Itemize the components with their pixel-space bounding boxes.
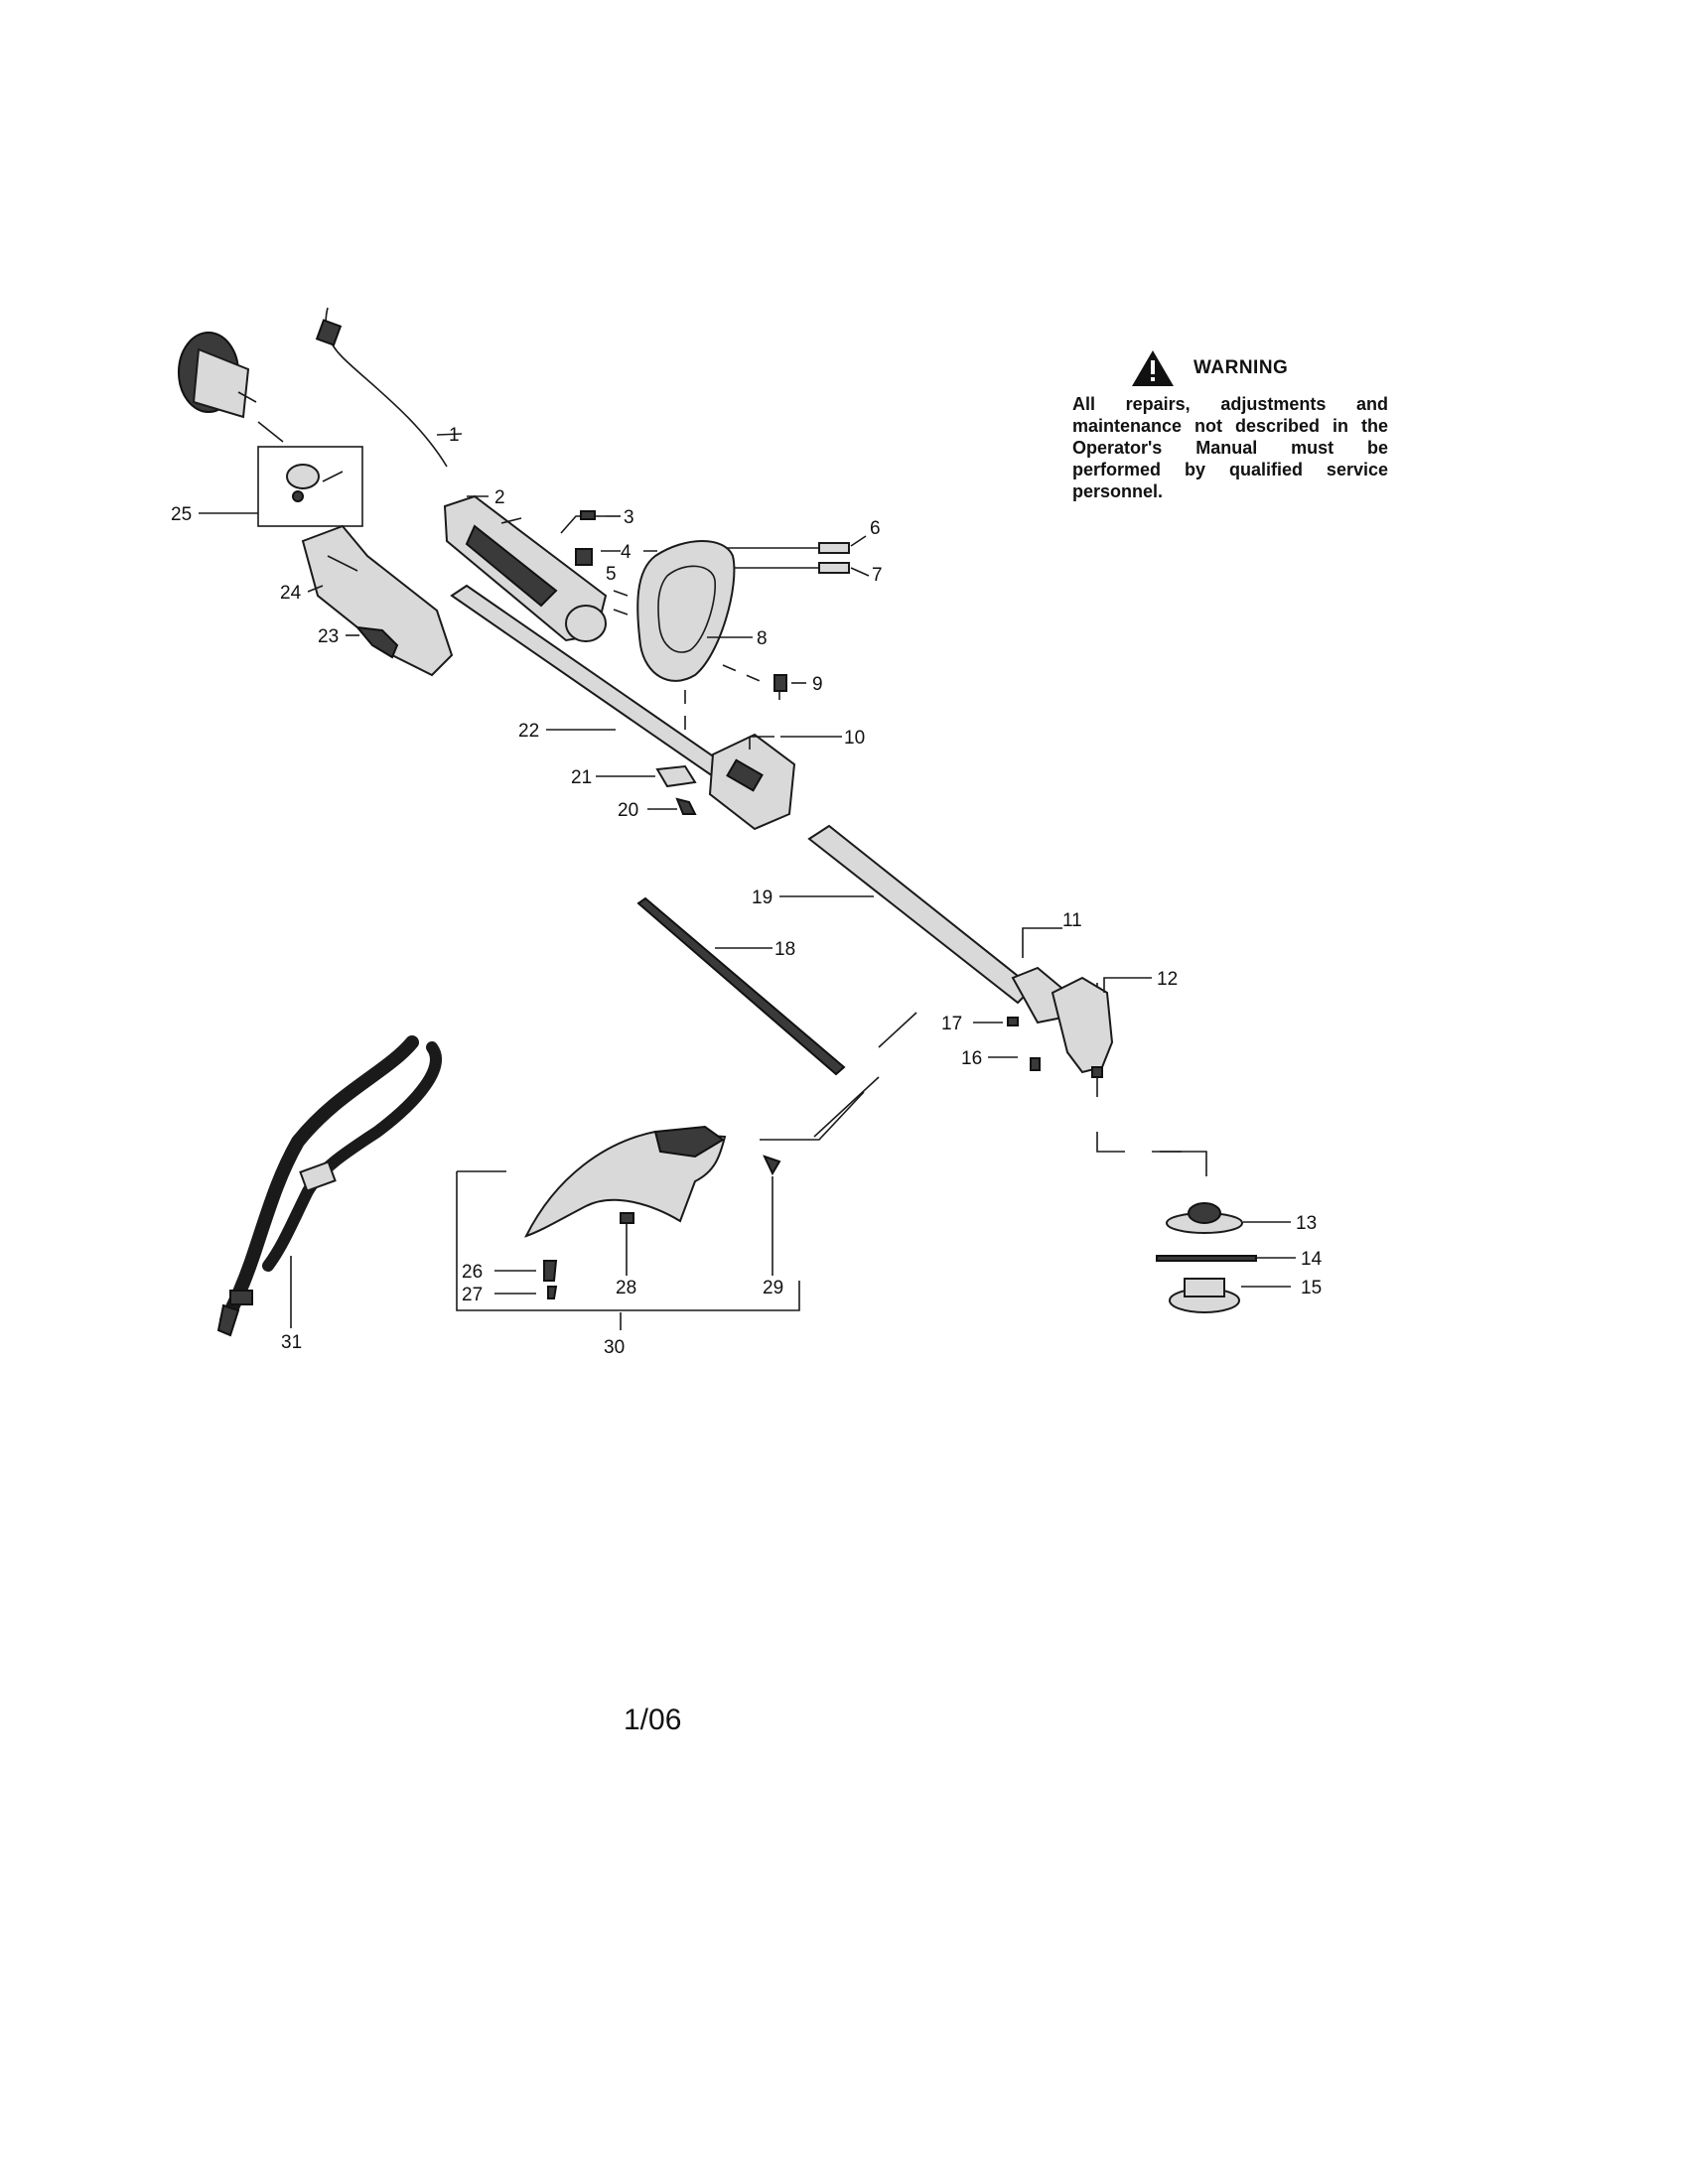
- drive-shaft-part: [636, 896, 846, 1076]
- wire-leads-part: [723, 542, 850, 574]
- label-5: 5: [606, 564, 617, 585]
- clamp-bracket-part: [655, 764, 697, 788]
- lower-shaft-part: [807, 824, 1035, 1005]
- label-18: 18: [774, 939, 795, 960]
- rear-handle-part: [301, 524, 454, 677]
- label-25: 25: [171, 504, 192, 525]
- label-30: 30: [604, 1337, 625, 1358]
- label-19: 19: [752, 887, 772, 908]
- label-20: 20: [618, 800, 638, 821]
- label-1: 1: [449, 425, 460, 446]
- label-8: 8: [757, 628, 768, 649]
- throttle-housing-part: [443, 494, 608, 642]
- trimmer-head-part: [1156, 1202, 1257, 1313]
- label-27: 27: [462, 1285, 483, 1305]
- engine-coupler-part: [178, 332, 257, 419]
- label-15: 15: [1301, 1278, 1322, 1298]
- label-9: 9: [812, 674, 823, 695]
- warning-header: WARNING: [1130, 347, 1388, 389]
- trigger-part: [354, 625, 399, 659]
- gearbox-part: [1011, 966, 1114, 1097]
- warning-title: WARNING: [1193, 357, 1289, 378]
- label-21: 21: [571, 767, 592, 788]
- label-31: 31: [281, 1332, 302, 1353]
- warning-triangle-icon: [1132, 350, 1174, 386]
- date-code: 1/06: [624, 1704, 682, 1736]
- label-24: 24: [280, 583, 302, 604]
- label-4: 4: [621, 542, 632, 563]
- label-16: 16: [961, 1048, 982, 1069]
- warning-text: All repairs, adjustments and maintenance…: [1072, 394, 1388, 501]
- warning-notice: WARNING All repairs, adjustments and mai…: [1072, 347, 1388, 502]
- shoulder-strap-part: [216, 1035, 442, 1337]
- label-14: 14: [1301, 1249, 1323, 1270]
- guard-part: [524, 1125, 727, 1238]
- label-7: 7: [872, 565, 883, 586]
- label-2: 2: [494, 487, 505, 508]
- label-28: 28: [616, 1278, 636, 1298]
- label-26: 26: [462, 1262, 483, 1283]
- clamp-kit-box: [257, 446, 363, 527]
- wing-nut-part: [675, 797, 697, 815]
- label-23: 23: [318, 626, 339, 647]
- label-12: 12: [1157, 969, 1178, 990]
- switch-part: [575, 548, 593, 566]
- throttle-cable-part: [325, 307, 448, 468]
- label-22: 22: [518, 721, 539, 742]
- label-11: 11: [1062, 910, 1082, 931]
- label-10: 10: [844, 728, 865, 749]
- label-29: 29: [763, 1278, 783, 1298]
- label-6: 6: [870, 518, 881, 539]
- upper-shaft-part: [450, 584, 796, 831]
- clamp-part: [286, 464, 344, 502]
- label-17: 17: [941, 1014, 962, 1034]
- handle-loop-part: [636, 540, 736, 682]
- label-3: 3: [624, 507, 634, 528]
- label-13: 13: [1296, 1213, 1317, 1234]
